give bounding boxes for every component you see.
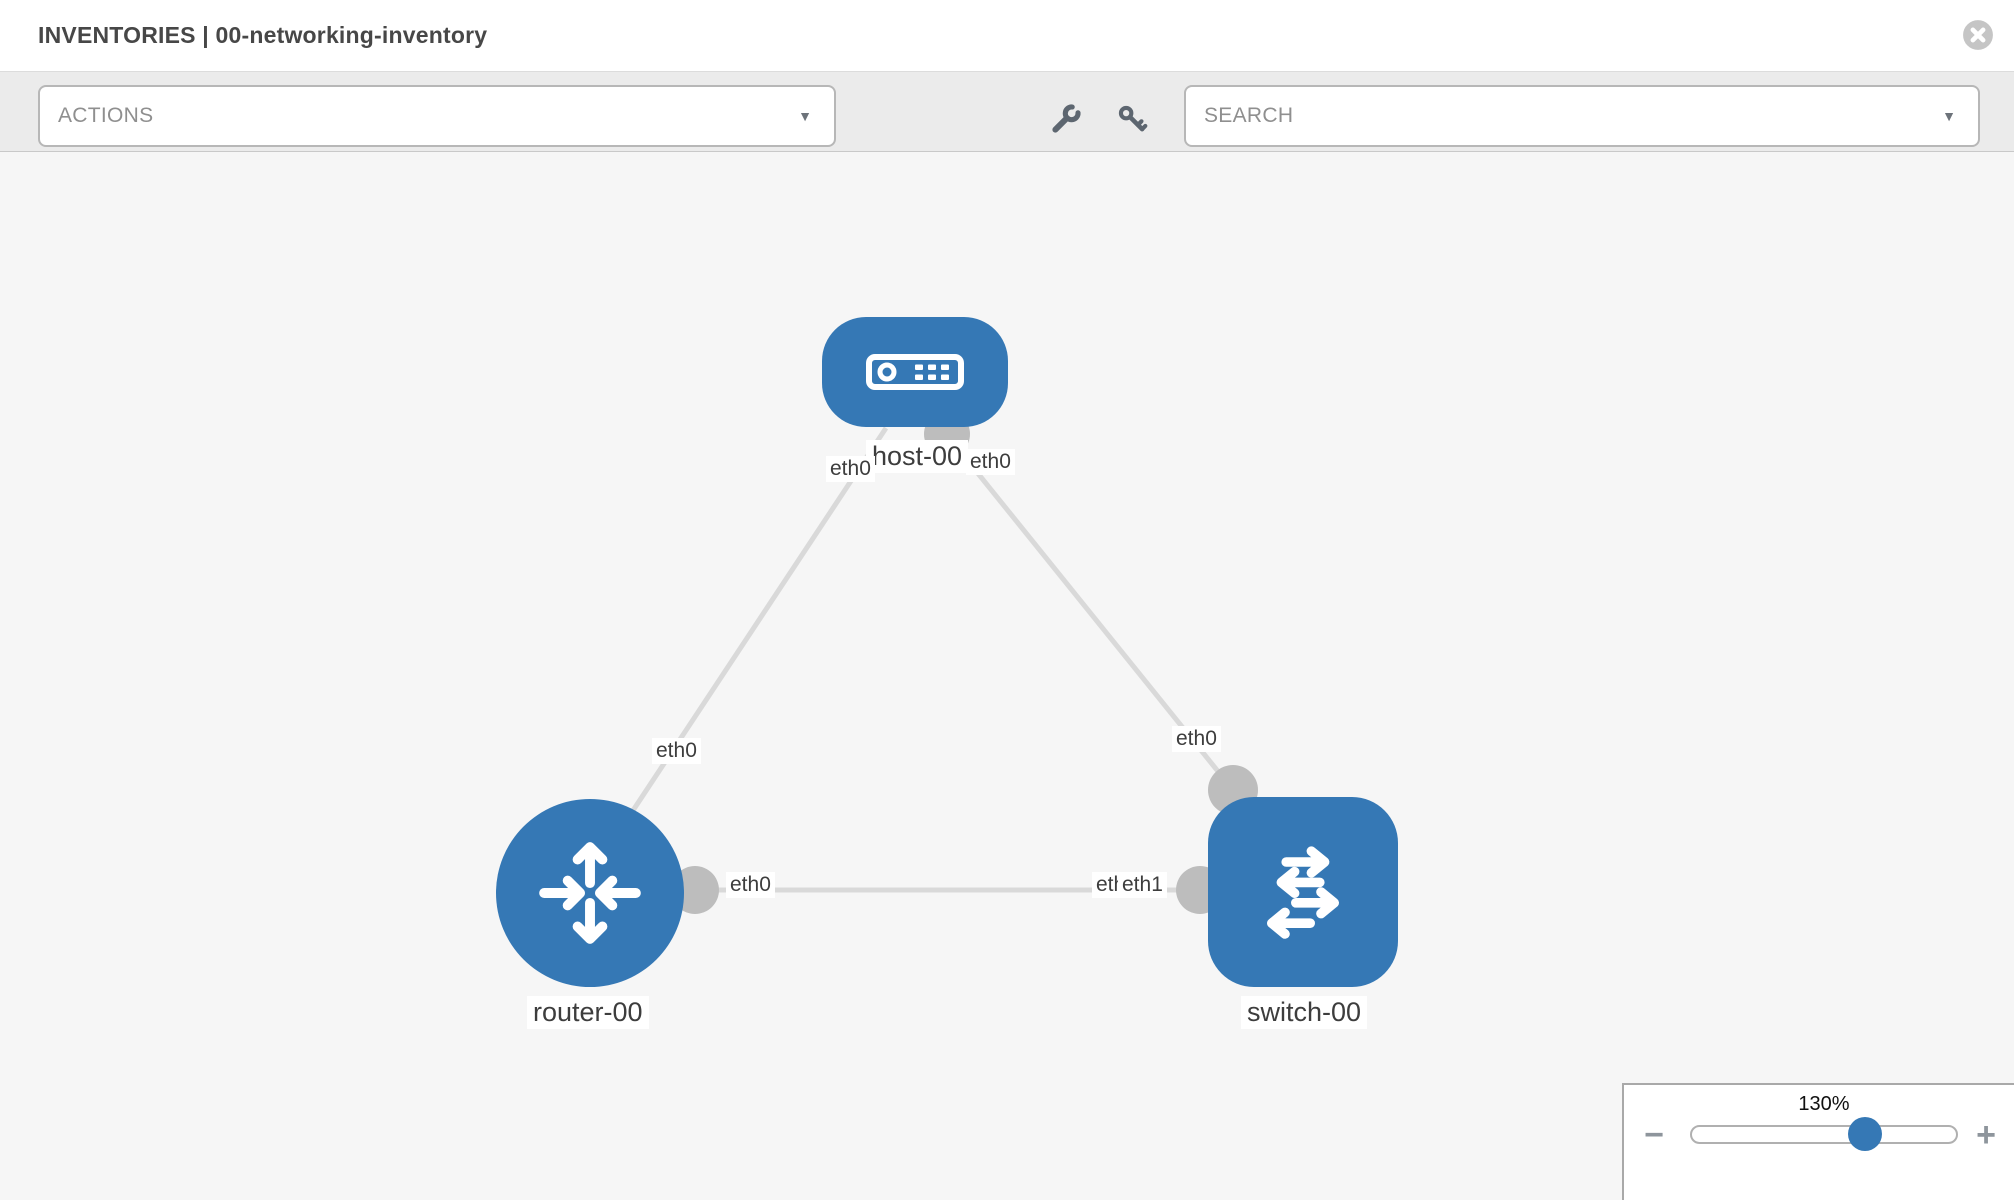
chevron-down-icon: ▼ <box>1942 108 1956 124</box>
iface-label-host-left: eth0 <box>826 456 875 482</box>
node-router-00[interactable] <box>496 799 684 987</box>
key-icon <box>1118 105 1148 131</box>
iface-label-link-host-switch: eth0 <box>1172 726 1221 752</box>
host-icon <box>866 354 964 390</box>
actions-dropdown[interactable]: ACTIONS ▼ <box>38 85 836 147</box>
zoom-slider-track[interactable] <box>1690 1117 1958 1151</box>
node-host-00[interactable] <box>822 317 1008 427</box>
iface-label-router-right: eth0 <box>726 872 775 898</box>
node-label-host: host-00 <box>866 440 969 473</box>
zoom-slider-thumb[interactable] <box>1848 1117 1882 1151</box>
zoom-level-label: 130% <box>1798 1093 1850 1115</box>
chevron-down-icon: ▼ <box>798 108 812 124</box>
switch-icon <box>1267 846 1339 939</box>
key-button[interactable] <box>1110 98 1154 142</box>
close-button[interactable] <box>1962 19 1994 51</box>
configure-button[interactable] <box>1044 98 1088 142</box>
iface-label-switch-left: eth1 <box>1118 872 1167 898</box>
zoom-control-panel: 130% − + <box>1622 1083 2014 1200</box>
iface-label-host-right: eth0 <box>966 449 1015 475</box>
topology-links-layer <box>629 411 1258 914</box>
zoom-out-button[interactable]: − <box>1634 1115 1674 1155</box>
zoom-in-button[interactable]: + <box>1966 1115 2006 1155</box>
wrench-icon <box>1052 103 1081 133</box>
actions-dropdown-label: ACTIONS <box>58 104 154 127</box>
node-switch-00[interactable] <box>1208 797 1398 987</box>
topology-canvas[interactable]: host-00 router-00 switch-00 eth0 eth0 et… <box>0 152 2014 1200</box>
iface-label-link-host-router: eth0 <box>652 738 701 764</box>
node-label-switch: switch-00 <box>1241 996 1368 1029</box>
search-dropdown-label: SEARCH <box>1204 104 1294 127</box>
toolbar: ACTIONS ▼ SEARCH ▼ <box>0 71 2014 152</box>
header: INVENTORIES | 00-networking-inventory <box>0 0 2014 71</box>
router-icon <box>539 842 641 944</box>
close-icon <box>1963 20 1993 50</box>
search-dropdown[interactable]: SEARCH ▼ <box>1184 85 1980 147</box>
node-label-router: router-00 <box>527 996 649 1029</box>
page-title: INVENTORIES | 00-networking-inventory <box>38 22 488 48</box>
